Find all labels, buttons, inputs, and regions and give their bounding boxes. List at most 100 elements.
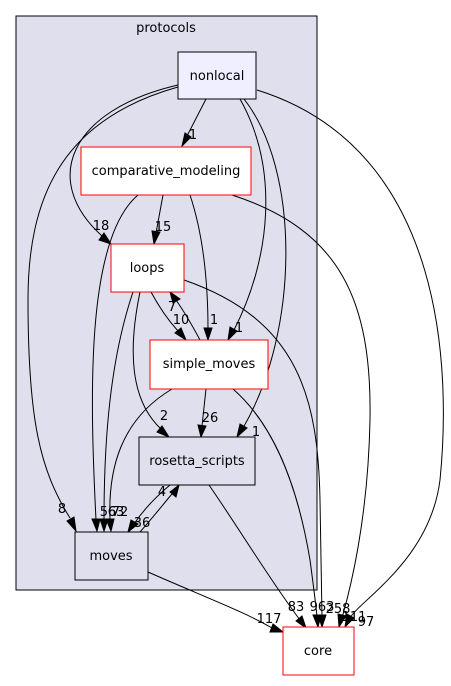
edge-rosetta_scripts-core-arrowhead (295, 615, 307, 630)
edge-comparative_modeling-loops-arrowhead (151, 230, 161, 246)
edge-loops-rosetta_scripts-line (132, 291, 162, 430)
edge-comparative_modeling-loops-label: 15 (155, 220, 172, 235)
edge-simple_moves-core-label: 963 (310, 600, 335, 615)
edge-loops-rosetta_scripts-label: 2 (160, 409, 168, 424)
edge-loops-rosetta_scripts-arrowhead (156, 425, 171, 439)
edge-moves-rosetta_scripts[interactable]: 4 (139, 483, 180, 533)
edge-comparative_modeling-simple_moves-arrowhead (203, 327, 213, 342)
edge-nonlocal-core-arrowhead (344, 613, 355, 629)
edge-nonlocal-core-label: 97 (358, 615, 375, 630)
edge-rosetta_scripts-core-label: 83 (288, 600, 305, 615)
edge-rosetta_scripts-moves[interactable]: 36 (127, 484, 171, 534)
edge-loops-moves-label: 72 (112, 505, 129, 520)
edge-simple_moves-core-line (232, 388, 318, 618)
node-comparative_modeling-box (80, 146, 252, 196)
node-simple_moves-box (149, 339, 269, 390)
edge-simple_moves-moves[interactable]: 63 (105, 388, 173, 533)
edge-comparative_modeling-moves[interactable]: 56 (91, 194, 139, 533)
edge-simple_moves-rosetta_scripts-arrowhead (197, 424, 207, 439)
edge-rosetta_scripts-moves-arrowhead (127, 519, 139, 534)
edge-comparative_modeling-simple_moves-label: 1 (210, 313, 218, 328)
edge-nonlocal-comparative_modeling[interactable]: 1 (181, 98, 207, 148)
edge-simple_moves-core[interactable]: 963 (232, 388, 335, 629)
edge-rosetta_scripts-moves-line (133, 484, 171, 525)
edge-loops-moves-arrowhead (99, 518, 109, 533)
edge-loops-moves[interactable]: 72 (99, 291, 134, 533)
cluster-protocols-box (15, 15, 318, 591)
edge-moves-rosetta_scripts-line (139, 493, 173, 533)
edge-comparative_modeling-loops-line (155, 194, 164, 234)
edge-nonlocal-comparative_modeling-label: 1 (189, 128, 197, 143)
edge-nonlocal-comparative_modeling-arrowhead (181, 132, 192, 148)
edge-nonlocal-core-line (256, 89, 444, 619)
node-rosetta_scripts[interactable]: rosetta_scripts (138, 436, 256, 486)
edge-loops-core-line (183, 279, 323, 618)
cluster-protocols-label: protocols (136, 21, 196, 36)
edge-comparative_modeling-simple_moves[interactable]: 1 (189, 194, 218, 342)
nodes-layer: nonlocal comparative_modeling loops simp… (74, 51, 355, 676)
edge-simple_moves-moves-label: 63 (108, 505, 125, 520)
edge-comparative_modeling-loops[interactable]: 15 (151, 194, 172, 246)
edge-comparative_modeling-core-label: 111 (342, 610, 367, 625)
edge-nonlocal-moves[interactable]: 8 (27, 86, 179, 533)
node-comparative_modeling[interactable]: comparative_modeling (80, 146, 252, 196)
edge-simple_moves-loops-label: 7 (168, 300, 176, 315)
edge-loops-rosetta_scripts[interactable]: 2 (132, 291, 171, 439)
edge-simple_moves-moves-line (109, 388, 173, 521)
edge-comparative_modeling-moves-arrowhead (91, 518, 101, 533)
edge-loops-core[interactable]: 258 (183, 279, 351, 629)
edge-loops-core-label: 258 (326, 602, 351, 617)
node-loops[interactable]: loops (110, 243, 185, 293)
node-simple_moves[interactable]: simple_moves (149, 339, 269, 390)
node-moves-box (74, 531, 149, 581)
cluster-protocols[interactable]: protocols (15, 15, 318, 591)
edge-nonlocal-rosetta_scripts-arrowhead (236, 423, 248, 439)
edge-rosetta_scripts-core-line (208, 484, 301, 621)
edge-nonlocal-comparative_modeling-line (186, 98, 207, 137)
edge-moves-core-line (147, 571, 273, 629)
node-nonlocal[interactable]: nonlocal (177, 51, 257, 100)
edge-moves-core-arrowhead (269, 623, 285, 633)
edge-comparative_modeling-moves-line (91, 194, 139, 521)
node-core-box (282, 626, 355, 676)
node-moves[interactable]: moves (74, 531, 149, 581)
edge-loops-simple_moves-arrowhead (174, 327, 188, 342)
node-comparative_modeling-label: comparative_modeling (92, 164, 241, 179)
node-moves-label: moves (89, 549, 132, 564)
edge-nonlocal-simple_moves-line (233, 98, 267, 331)
edge-loops-simple_moves-line (150, 291, 179, 332)
edge-simple_moves-core-arrowhead (312, 614, 322, 629)
edge-comparative_modeling-core-line (231, 194, 371, 619)
edge-nonlocal-core[interactable]: 97 (256, 89, 444, 630)
edge-nonlocal-simple_moves-arrowhead (227, 326, 238, 342)
node-loops-label: loops (130, 261, 165, 276)
edge-moves-core-label: 117 (257, 612, 282, 627)
edge-loops-moves-line (103, 291, 134, 521)
edge-nonlocal-rosetta_scripts-label: 1 (252, 425, 260, 440)
edge-simple_moves-loops[interactable]: 7 (168, 290, 201, 341)
edge-rosetta_scripts-core[interactable]: 83 (208, 484, 307, 630)
edge-rosetta_scripts-moves-label: 36 (134, 516, 151, 531)
edge-moves-rosetta_scripts-arrowhead (169, 483, 180, 498)
edge-loops-simple_moves-label: 10 (173, 313, 190, 328)
node-nonlocal-label: nonlocal (190, 69, 245, 84)
edge-nonlocal-loops-line (69, 84, 179, 237)
edge-loops-simple_moves[interactable]: 10 (150, 291, 190, 342)
node-rosetta_scripts-box (138, 436, 256, 486)
edge-nonlocal-loops-arrowhead (98, 232, 113, 245)
node-core[interactable]: core (282, 626, 355, 676)
node-nonlocal-box (177, 51, 257, 100)
node-core-label: core (304, 644, 332, 659)
edge-comparative_modeling-core[interactable]: 111 (231, 194, 371, 629)
edge-nonlocal-simple_moves[interactable]: 1 (227, 98, 267, 342)
edge-simple_moves-rosetta_scripts[interactable]: 26 (197, 388, 218, 439)
edge-moves-core[interactable]: 117 (147, 571, 285, 633)
edge-comparative_modeling-simple_moves-line (189, 194, 209, 331)
edge-simple_moves-moves-arrowhead (105, 518, 115, 533)
edge-simple_moves-rosetta_scripts-line (201, 388, 207, 427)
node-simple_moves-label: simple_moves (163, 357, 256, 372)
edge-simple_moves-loops-line (175, 299, 201, 341)
edge-simple_moves-loops-arrowhead (169, 290, 181, 304)
edge-nonlocal-loops[interactable]: 18 (69, 84, 179, 245)
